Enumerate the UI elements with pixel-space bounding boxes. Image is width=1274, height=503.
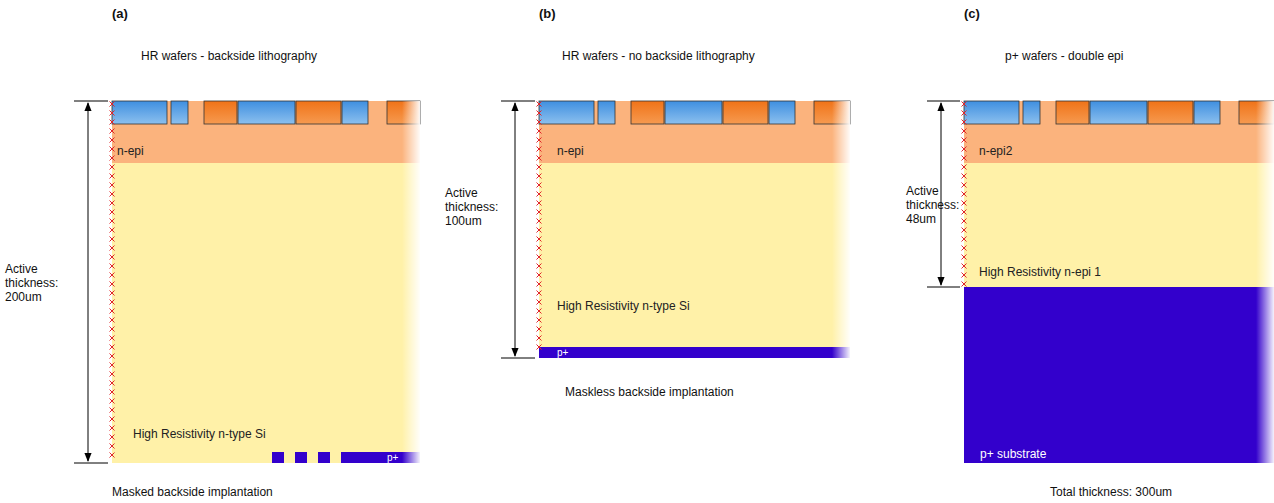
layer-region: p+: [341, 452, 420, 463]
caption-note: Total thickness: 300um: [1050, 485, 1172, 499]
dimension-tick: [74, 463, 108, 464]
layer-region: High Resistivity n-type Si: [112, 163, 420, 463]
dimension-label: Active thickness: 100um: [445, 186, 509, 228]
layer-label: p+ substrate: [980, 448, 1274, 461]
layer-region: n-epi: [112, 101, 420, 163]
dimension-label: Active thickness: 48um: [906, 184, 970, 226]
panel-title: HR wafers - backside lithography: [141, 49, 317, 63]
layer-label: n-epi: [557, 145, 868, 158]
layer-label: High Resistivity n-type Si: [133, 428, 441, 441]
dimension-tick: [927, 101, 960, 102]
panel-letter: (c): [964, 7, 980, 21]
dimension-label: Active thickness: 200um: [5, 262, 69, 304]
caption-note: Masked backside implantation: [112, 485, 273, 499]
layer-region: High Resistivity n-type Si: [539, 163, 850, 347]
layer-region: High Resistivity n-epi 1: [964, 163, 1274, 287]
dimension-tick: [501, 358, 535, 359]
layer-label: p+: [557, 347, 868, 358]
caption-note: Maskless backside implantation: [565, 385, 734, 399]
panel-letter: (b): [539, 7, 556, 21]
dimension-tick: [74, 101, 108, 102]
dimension-arrow: [941, 103, 942, 285]
dimension-arrow: [515, 103, 516, 356]
layer-region: p+: [539, 347, 850, 358]
panel-letter: (a): [112, 7, 128, 21]
layer-label: High Resistivity n-epi 1: [979, 266, 1274, 279]
layer-label: p+: [387, 452, 466, 463]
dimension-arrow: [88, 103, 89, 461]
layer-label: High Resistivity n-type Si: [557, 300, 868, 313]
dimension-tick: [927, 287, 960, 288]
panel-title: HR wafers - no backside lithography: [562, 49, 755, 63]
layer-region: p+ substrate: [964, 287, 1274, 463]
panel-title: p+ wafers - double epi: [1005, 49, 1123, 63]
layer-label: n-epi: [117, 145, 425, 158]
layer-label: n-epi2: [979, 145, 1274, 158]
layer-region: n-epi2: [964, 101, 1274, 163]
dimension-tick: [501, 101, 535, 102]
layer-region: n-epi: [539, 101, 850, 163]
